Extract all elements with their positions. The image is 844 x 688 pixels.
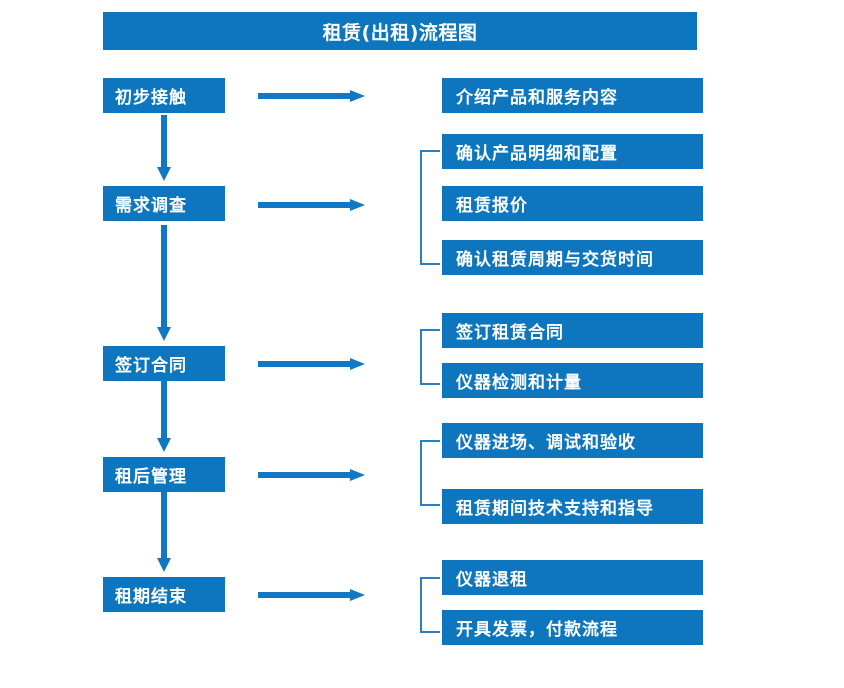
detail-box-qianding-zulin-hetong[interactable]: 签订租赁合同	[442, 313, 703, 348]
diagram-title: 租赁(出租)流程图	[103, 12, 697, 50]
arrow-to-stage-5-details	[258, 587, 366, 601]
detail-box-zulin-baojia[interactable]: 租赁报价	[442, 186, 703, 221]
stage-box-xuqiu-diaocha[interactable]: 需求调查	[103, 186, 225, 221]
bracket-stage-3-group	[420, 329, 440, 385]
stage-box-zuhou-guanli[interactable]: 租后管理	[103, 457, 225, 492]
bracket-stage-4-group	[420, 440, 440, 506]
flow-arrow-zuhou-to-zuqi	[156, 492, 172, 574]
flow-arrow-chubu-to-xuqiu	[156, 115, 172, 183]
detail-box-jieshao-chanpin[interactable]: 介绍产品和服务内容	[442, 78, 703, 113]
detail-box-yiqi-jiance-jiliang[interactable]: 仪器检测和计量	[442, 363, 703, 398]
bracket-stage-2-group	[420, 150, 440, 265]
arrow-to-stage-3-details	[258, 356, 366, 370]
detail-box-queren-chanpin-mingxi[interactable]: 确认产品明细和配置	[442, 134, 703, 169]
detail-box-yiqi-jinchang-tiaoshi[interactable]: 仪器进场、调试和验收	[442, 423, 703, 458]
flow-arrow-xuqiu-to-qianding	[156, 225, 172, 343]
detail-box-zulin-qijian-jishu-zhichi[interactable]: 租赁期间技术支持和指导	[442, 489, 703, 524]
arrow-to-stage-4-details	[258, 467, 366, 481]
stage-box-zuqi-jieshu[interactable]: 租期结束	[103, 577, 225, 612]
detail-box-queren-zulin-zhouqi[interactable]: 确认租赁周期与交货时间	[442, 240, 703, 275]
stage-box-qianding-hetong[interactable]: 签订合同	[103, 346, 225, 381]
arrow-to-stage-1-details	[258, 88, 366, 102]
detail-box-kaiju-fapiao[interactable]: 开具发票，付款流程	[442, 610, 703, 645]
arrow-to-stage-2-details	[258, 197, 366, 211]
flow-arrow-qianding-to-zuhou	[156, 380, 172, 454]
stage-box-chubu-jiechu[interactable]: 初步接触	[103, 78, 225, 113]
bracket-stage-5-group	[420, 577, 440, 633]
detail-box-yiqi-tuizu[interactable]: 仪器退租	[442, 560, 703, 595]
